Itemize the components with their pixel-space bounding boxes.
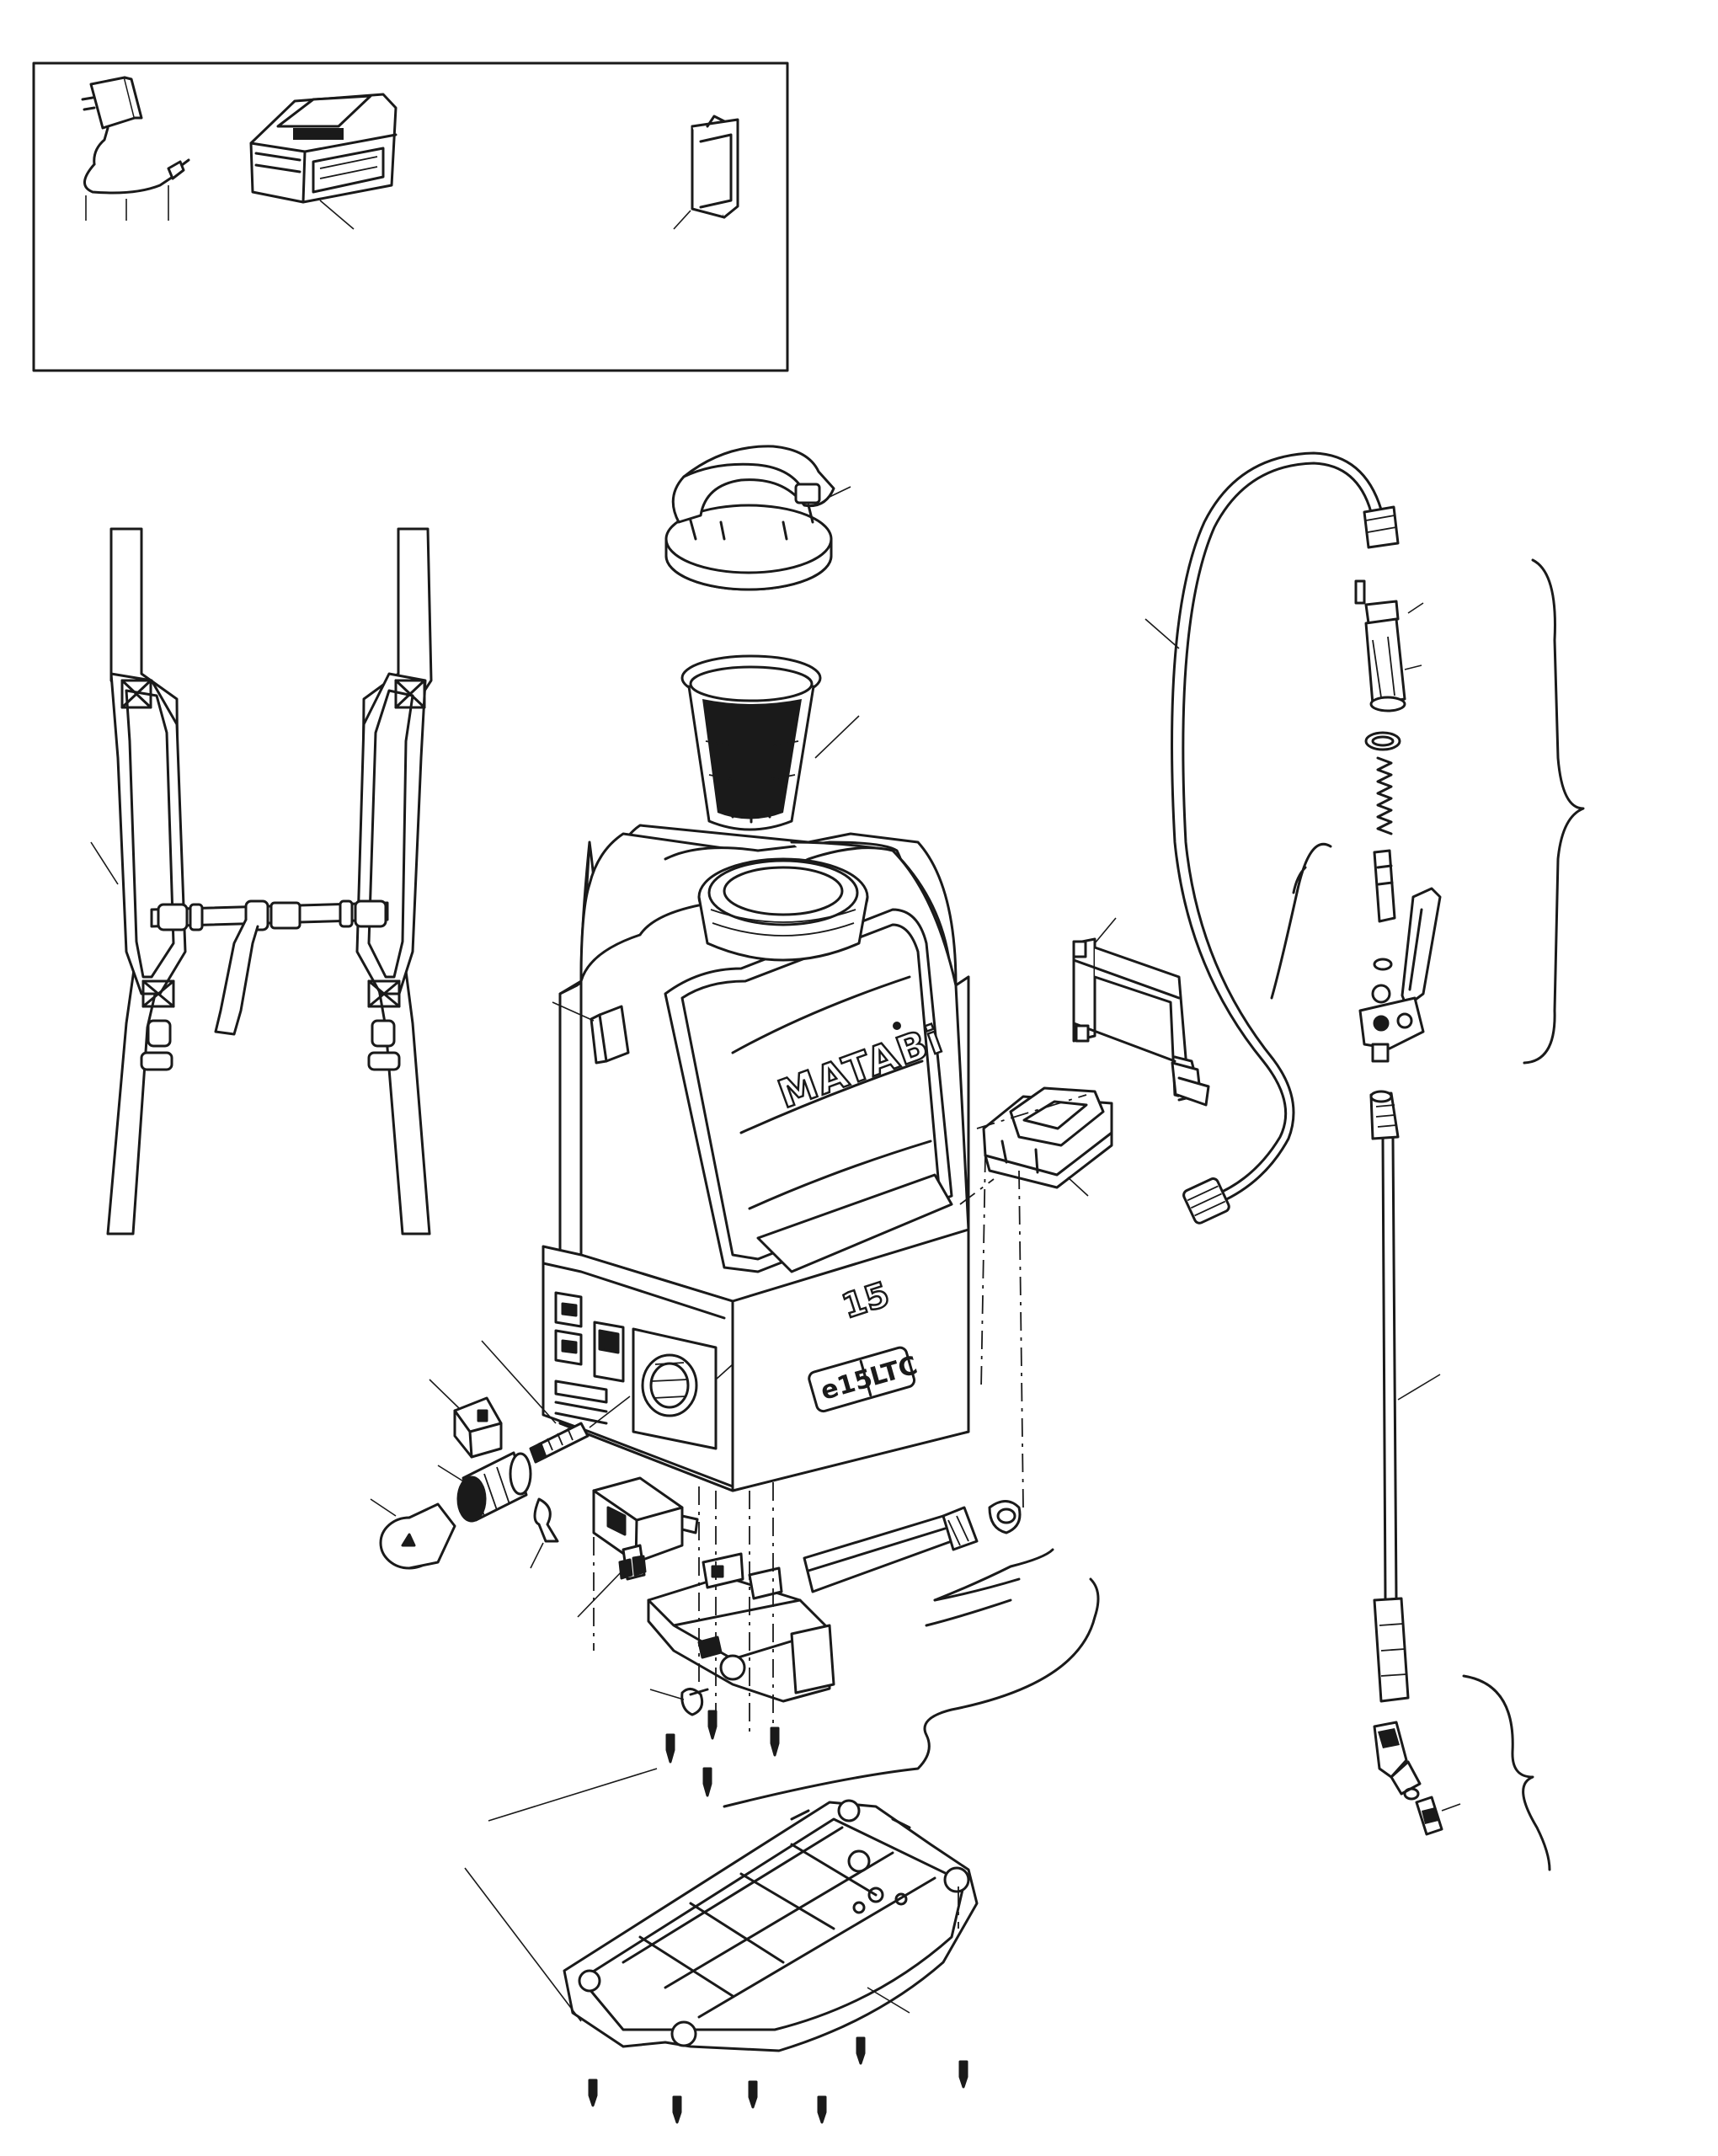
wand-holder-bracket (1072, 917, 1210, 1107)
manual-card-icon (673, 115, 739, 230)
pump-motor-unit (577, 1476, 699, 1618)
shoulder-straps (90, 527, 433, 1235)
trigger-handle-assembly (1270, 558, 1585, 1065)
control-switch-parts (370, 1340, 631, 1570)
base-tray (464, 1799, 979, 2124)
tank-lid (664, 445, 851, 591)
spray-nozzle (1373, 1721, 1461, 1836)
battery-icon (249, 93, 397, 230)
charger-icon (81, 76, 190, 221)
battery-dock (982, 1086, 1113, 1197)
assembly-guide-lines (593, 1094, 1087, 1735)
pump-housing (488, 1500, 1100, 1822)
spray-lance (1369, 1090, 1551, 1871)
accessories-box (32, 61, 789, 372)
tank-strainer (680, 654, 860, 831)
spray-hose (1144, 451, 1400, 1225)
tank-body: MATABi 15 e15 LTC (542, 824, 970, 1492)
